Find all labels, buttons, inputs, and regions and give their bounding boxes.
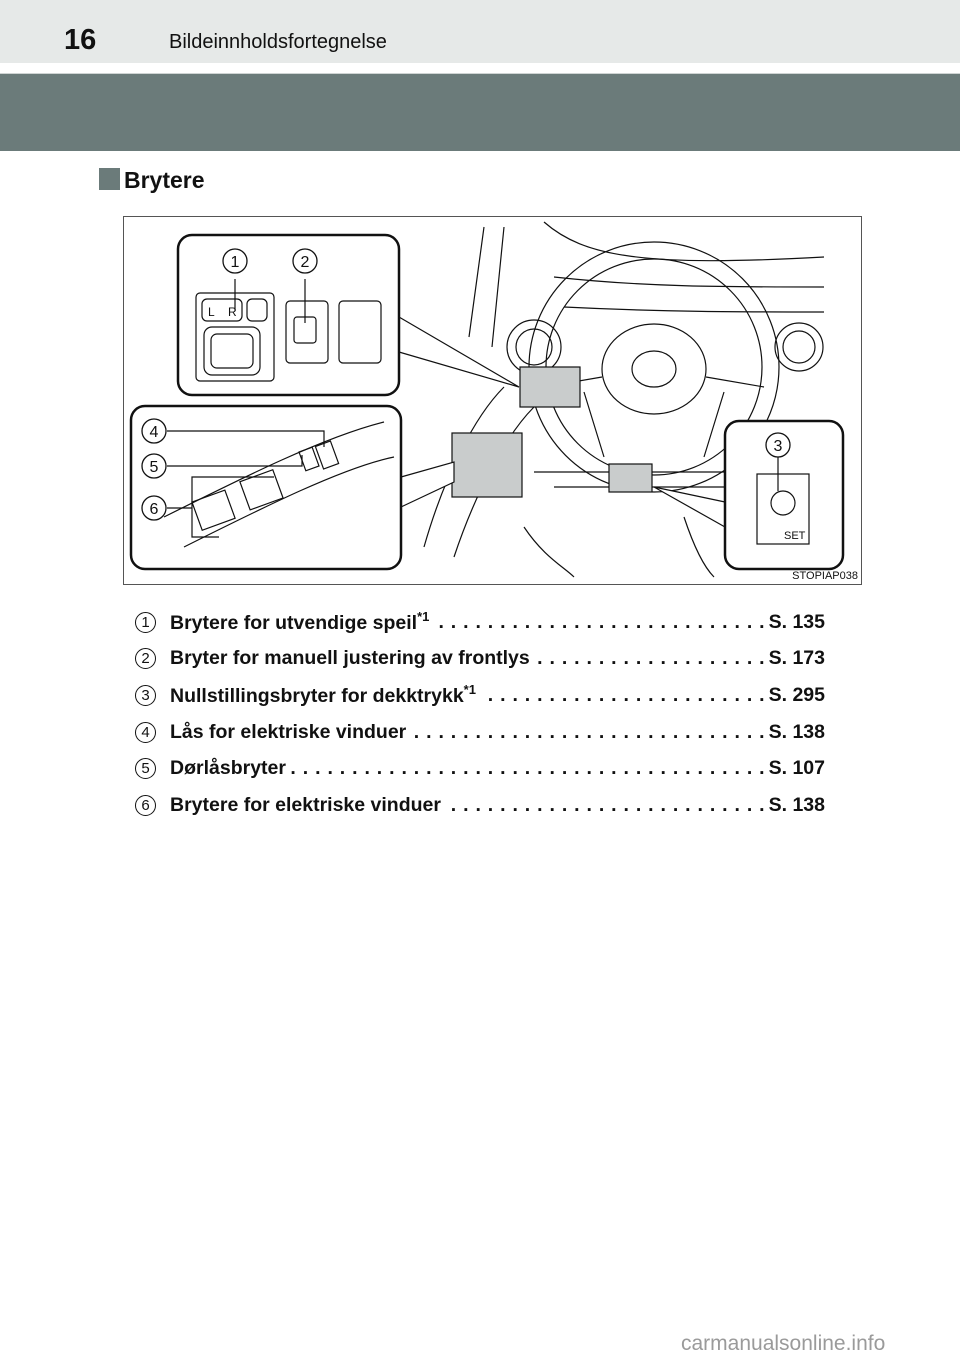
page-link[interactable]: S. 107 [768, 757, 825, 780]
item-number: 4 [135, 721, 156, 743]
item-number: 1 [135, 611, 156, 633]
page-title: Bildeinnholdsfortegnelse [169, 31, 387, 53]
page-number: 16 [64, 24, 97, 56]
list-item: 4 Lås for elektriske vinduer S. 138 [135, 714, 825, 751]
page-header: 16 Bildeinnholdsfortegnelse [0, 0, 960, 63]
watermark: carmanualsonline.info [681, 1332, 886, 1355]
footnote-mark: *1 [463, 682, 476, 698]
section-heading: Brytere [124, 167, 205, 193]
callout-tpms: SET [723, 419, 845, 571]
callout-number: 4 [150, 424, 159, 441]
page-link[interactable]: S. 295 [768, 683, 825, 706]
mirror-switch-location [519, 366, 581, 408]
callout-number: 3 [774, 438, 783, 455]
callout-number: 2 [301, 254, 310, 271]
mirror-left-label: L [208, 305, 215, 319]
list-item: 6 Brytere for elektriske vinduer S. 138 [135, 787, 825, 824]
item-label: Dørlåsbryter [170, 757, 286, 780]
switches-illustration: L R SET [123, 216, 862, 585]
item-label: Bryter for manuell justering av frontlys [170, 647, 530, 670]
list-item: 2 Bryter for manuell justering av frontl… [135, 641, 825, 678]
item-number: 3 [135, 684, 156, 706]
leader-dots [445, 794, 765, 817]
leader-dots [480, 684, 765, 707]
figure-id: STOPIAP038 [792, 570, 858, 582]
tpms-set-label: SET [784, 530, 806, 542]
page-link[interactable]: S. 173 [768, 647, 825, 670]
switch-list: 1 Brytere for utvendige speil*1 S. 135 2… [135, 604, 825, 824]
page-link[interactable]: S. 138 [768, 720, 825, 743]
page-link[interactable]: S. 135 [768, 610, 825, 633]
item-label: Lås for elektriske vinduer [170, 720, 407, 743]
item-number: 5 [135, 758, 156, 780]
callout-door-switches [129, 404, 403, 571]
mirror-right-label: R [228, 305, 237, 319]
item-label: Nullstillingsbryter for dekktrykk [170, 685, 464, 708]
leader-dots [433, 611, 764, 634]
dashboard-drawing: L R SET [129, 221, 845, 578]
item-label: Brytere for utvendige speil [170, 612, 418, 635]
item-number: 2 [135, 648, 156, 670]
callout-mirror-headlight: L R [176, 233, 401, 397]
callout-number: 1 [231, 254, 240, 271]
tpms-switch-location [608, 463, 653, 493]
header-band [0, 73, 960, 151]
leader-dots [410, 721, 764, 744]
callout-number: 6 [150, 501, 159, 518]
list-item: 3 Nullstillingsbryter for dekktrykk*1 S.… [135, 677, 825, 714]
page-link[interactable]: S. 138 [768, 793, 825, 816]
window-switch-location [451, 432, 523, 498]
callout-number: 5 [150, 459, 159, 476]
leader-dots [290, 757, 765, 780]
footnote-mark: *1 [417, 609, 430, 625]
vent-right [774, 322, 824, 372]
item-number: 6 [135, 794, 156, 816]
item-label: Brytere for elektriske vinduer [170, 793, 441, 816]
heading-square-icon [99, 168, 120, 190]
list-item: 1 Brytere for utvendige speil*1 S. 135 [135, 604, 825, 641]
leader-dots [534, 647, 765, 670]
list-item: 5 Dørlåsbryter S. 107 [135, 750, 825, 787]
